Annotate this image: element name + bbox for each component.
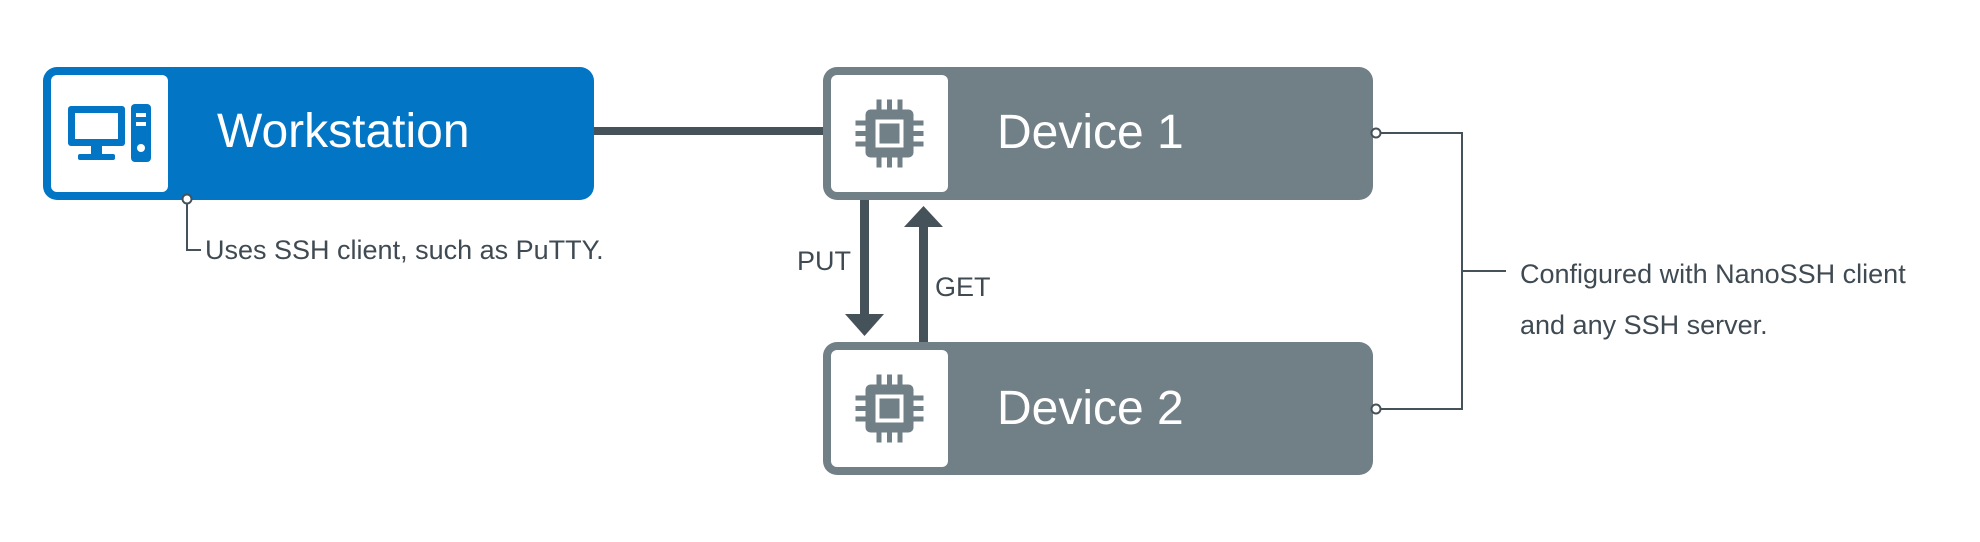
workstation-anchor-dot	[181, 193, 193, 205]
device2-label: Device 2	[997, 382, 1184, 435]
device1-anchor-dot	[1370, 127, 1382, 139]
device1-node: Device 1	[823, 67, 1373, 200]
workstation-annotation-leader	[186, 199, 201, 251]
device2-box	[823, 342, 1373, 475]
desktop-computer-icon	[68, 104, 151, 162]
put-arrow	[845, 200, 884, 336]
devices-annotation: Configured with NanoSSH client and any S…	[1370, 127, 1906, 415]
device1-label: Device 1	[997, 106, 1184, 159]
microchip-icon	[855, 99, 924, 168]
workstation-node: Workstation	[43, 67, 594, 200]
workstation-note: Uses SSH client, such as PuTTY.	[205, 235, 604, 265]
devices-bracket	[1376, 132, 1463, 410]
device2-node: Device 2	[823, 342, 1373, 475]
workstation-box	[43, 67, 594, 200]
get-label: GET	[935, 272, 991, 302]
put-label: PUT	[797, 246, 851, 276]
workstation-label: Workstation	[217, 105, 470, 158]
get-arrow	[904, 206, 943, 342]
device1-box	[823, 67, 1373, 200]
devices-note-line1: Configured with NanoSSH client	[1520, 259, 1906, 289]
workstation-annotation: Uses SSH client, such as PuTTY.	[181, 193, 604, 265]
device2-anchor-dot	[1370, 403, 1382, 415]
microchip-icon	[855, 374, 924, 443]
devices-note-line2: and any SSH server.	[1520, 310, 1768, 340]
